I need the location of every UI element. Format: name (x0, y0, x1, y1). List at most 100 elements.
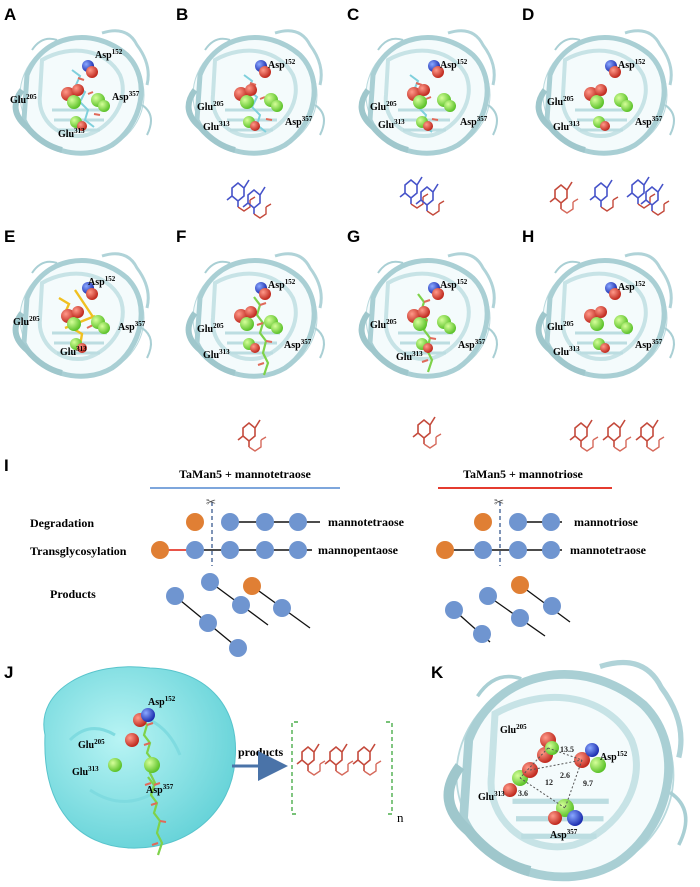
distance-lines (519, 747, 583, 809)
glu205-label-h: Glu205 (547, 320, 574, 333)
glu313-label-j: Glu313 (72, 765, 99, 778)
glu313-label-f: Glu313 (203, 348, 230, 361)
mannose-unit (186, 541, 204, 559)
glu313-label-a: Glu313 (58, 127, 85, 140)
panel-b-letter: B (176, 5, 188, 24)
ligand-f (237, 419, 267, 452)
asp152-label-c: Asp152 (440, 58, 468, 71)
asp357-label-g: Asp357 (458, 338, 486, 351)
scissors-icon: ✂ (494, 495, 504, 509)
orange-mannose (474, 513, 492, 531)
panel-f-letter: F (176, 227, 186, 246)
panel-d: D Glu205 Glu313 Asp152 Asp357 (522, 5, 674, 216)
left-transglycosylation-row: mannopentaose (151, 541, 399, 559)
asp152-label-h: Asp152 (618, 280, 646, 293)
glu313-label-h: Glu313 (553, 345, 580, 358)
mannose-unit (542, 541, 560, 559)
right-degradation-row: mannotriose (474, 513, 639, 531)
glu205-label-j: Glu205 (78, 738, 105, 751)
panel-g-letter: G (347, 227, 360, 246)
distance-label: 9.7 (583, 779, 593, 788)
mannose-unit (289, 513, 307, 531)
panel-f: F Glu205 Glu313 Asp152 Asp357 (176, 227, 324, 452)
asp152-label-a: Asp152 (95, 48, 123, 61)
glu205-label-d: Glu205 (547, 95, 574, 108)
asp357-label-f: Asp357 (284, 338, 312, 351)
right-transglycosylation-row: mannotetraose (436, 541, 647, 559)
subscript-n: n (397, 810, 404, 825)
panel-e: E Glu205 Glu313 Asp152 Asp357 (4, 227, 151, 376)
product-sugar (352, 743, 382, 776)
asp152-label-d: Asp152 (618, 58, 646, 71)
orange-mannose (436, 541, 454, 559)
panel-e-letter: E (4, 227, 15, 246)
panel-i-letter: I (4, 456, 9, 475)
panel-h-letter: H (522, 227, 534, 246)
products-label: Products (50, 587, 96, 601)
products-arrow-label: products (238, 745, 283, 759)
glu205-label-b: Glu205 (197, 100, 224, 113)
bracket-left (291, 721, 298, 815)
mannose-unit (474, 541, 492, 559)
left-scheme-title: TaMan5 + mannotetraose (179, 467, 311, 481)
product-sugar (296, 743, 326, 776)
ligand-h-3 (635, 419, 665, 452)
asp357-label-h: Asp357 (635, 338, 663, 351)
distance-label: 12 (545, 778, 553, 787)
glu205-label-a: Glu205 (10, 93, 37, 106)
glu205-label-g: Glu205 (370, 318, 397, 331)
asp357-label-e: Asp357 (118, 320, 146, 333)
right-products (445, 576, 571, 643)
asp357-label-c: Asp357 (460, 115, 488, 128)
panel-j: J Glu205 Glu313 Asp152 Asp357 products n (4, 663, 404, 857)
left-degradation-row: mannotetraose (186, 513, 405, 531)
asp152-label-e: Asp152 (88, 275, 116, 288)
ligand-g (412, 416, 442, 449)
glu313-label-e: Glu313 (60, 345, 87, 358)
distance-label: 3.6 (518, 789, 528, 798)
ligand-d-2 (589, 179, 619, 212)
glu313-label-c: Glu313 (378, 118, 405, 131)
panel-c-letter: C (347, 5, 359, 24)
bracket-right (386, 721, 393, 815)
asp357-label-d: Asp357 (635, 115, 663, 128)
glu313-label-k: Glu313 (478, 790, 505, 803)
right-degradation-product: mannotriose (574, 515, 639, 529)
asp152-label-f: Asp152 (268, 278, 296, 291)
glu313-label-d: Glu313 (553, 120, 580, 133)
asp357-label-k: Asp357 (550, 828, 578, 841)
mannose-unit (542, 513, 560, 531)
transglycosylation-label: Transglycosylation (30, 544, 127, 558)
asp152-label-b: Asp152 (268, 58, 296, 71)
asp357-label-j: Asp357 (146, 783, 174, 796)
glu205-label-k: Glu205 (500, 723, 527, 736)
mannose-unit (221, 541, 239, 559)
right-transglycosylation-product: mannotetraose (570, 543, 647, 557)
panel-g: G Glu205 Glu313 Asp152 Asp357 (347, 227, 497, 449)
ligand-h-2 (602, 419, 632, 452)
glu313-label-g: Glu313 (396, 350, 423, 363)
mannose-unit (509, 541, 527, 559)
glu205-label-f: Glu205 (197, 322, 224, 335)
panel-a-letter: A (4, 5, 16, 24)
distance-label: 2.6 (560, 771, 570, 780)
panel-c: C Glu205 Glu313 Asp152 Asp357 (347, 5, 497, 216)
product-sugar (324, 743, 354, 776)
asp152-label-j: Asp152 (148, 695, 176, 708)
panel-a: A Glu205 Glu313 Asp152 Asp357 (4, 5, 151, 153)
distance-label: 13.5 (560, 745, 574, 754)
panel-j-letter: J (4, 663, 13, 682)
mannose-unit (509, 513, 527, 531)
degradation-label: Degradation (30, 516, 94, 530)
orange-mannose (151, 541, 169, 559)
mannose-unit (256, 541, 274, 559)
panel-b: B Glu205 Glu313 Asp152 Asp357 (176, 5, 324, 219)
left-products (166, 573, 311, 657)
panel-k-letter: K (431, 663, 444, 682)
glu205-label-e: Glu205 (13, 315, 40, 328)
scissors-icon: ✂ (206, 495, 216, 509)
orange-mannose (186, 513, 204, 531)
asp152-label-g: Asp152 (440, 278, 468, 291)
mannose-unit (256, 513, 274, 531)
ligand-h-1 (569, 419, 599, 452)
